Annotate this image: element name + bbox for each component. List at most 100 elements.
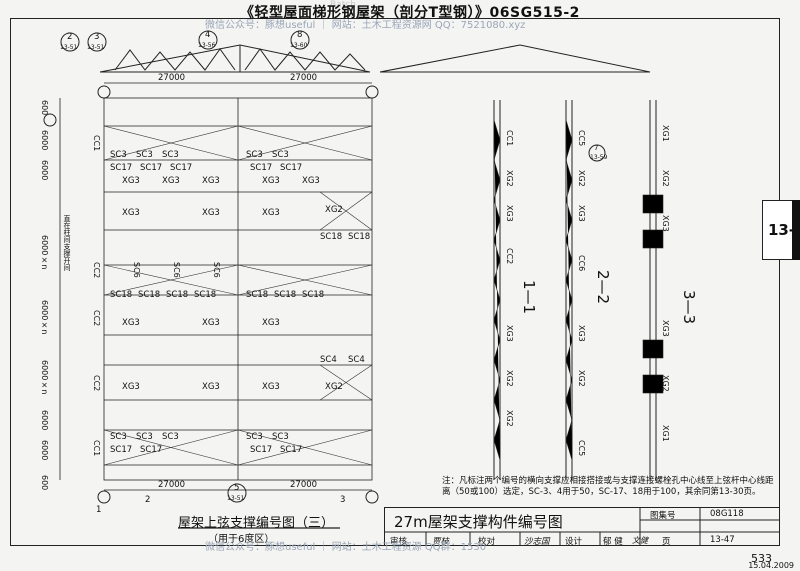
- section-member-xg3: XG3: [577, 205, 586, 222]
- title-block-main-title: 27m屋架支撑构件编号图: [394, 513, 563, 531]
- callout-num-8: 8: [297, 30, 303, 40]
- callout-ref-5: 13-51: [227, 495, 245, 502]
- member-xg2: XG2: [325, 382, 343, 392]
- top-watermark: Batch: [330, 0, 356, 10]
- member-sc17: SC17: [170, 163, 193, 173]
- member-xg2: XG2: [325, 205, 343, 215]
- drawing-frame: [10, 18, 780, 546]
- section-member-xg3: XG3: [505, 205, 514, 222]
- member-xg3: XG3: [202, 382, 220, 392]
- truss-elevations: [99, 44, 651, 73]
- section-mark-2: 2: [145, 495, 151, 505]
- member-sc3: SC3: [272, 150, 289, 160]
- member-xg3: XG3: [262, 318, 280, 328]
- member-xg3: XG3: [122, 208, 140, 218]
- section-mark-3: 3: [340, 495, 346, 505]
- member-sc6: SC6: [172, 262, 181, 278]
- atlas-label: 图集号: [650, 511, 676, 521]
- member-sc18: SC18: [110, 290, 133, 300]
- designer-signature: 文健: [632, 536, 648, 545]
- section-member-xg2: XG2: [577, 370, 586, 387]
- member-xg3: XG3: [202, 208, 220, 218]
- member-sc18: SC18: [194, 290, 217, 300]
- member-cc1: CC1: [92, 440, 101, 457]
- member-xg3: XG3: [262, 208, 280, 218]
- member-cc2: CC2: [92, 262, 101, 279]
- section-member-xg1: XG1: [661, 125, 670, 142]
- member-sc17: SC17: [110, 163, 133, 173]
- dim-bay-8: 600: [40, 475, 49, 491]
- member-xg3: XG3: [162, 176, 180, 186]
- dim-bay-3: 6000×n: [40, 235, 49, 270]
- dim-bay-1: 6000: [40, 130, 49, 151]
- member-sc18: SC18: [166, 290, 189, 300]
- section-member-xg2: XG2: [505, 370, 514, 387]
- atlas-value: 08G118: [710, 509, 744, 519]
- chapter-tab-bar: [792, 200, 800, 260]
- member-xg3: XG3: [122, 318, 140, 328]
- member-xg3: XG3: [262, 176, 280, 186]
- watermark-top: 微信公众号：豚想useful ｜ 网站：土木工程资源网 QQ：7521080.x…: [205, 20, 526, 31]
- member-xg3: XG3: [262, 382, 280, 392]
- plan-bracing: [103, 125, 373, 466]
- member-sc18: SC18: [302, 290, 325, 300]
- member-cc2: CC2: [92, 375, 101, 392]
- section-member-xg2: XG2: [661, 170, 670, 187]
- member-sc6: SC6: [212, 262, 221, 278]
- dim-bay-2: 6000: [40, 160, 49, 181]
- span-label-bottom-left: 27000: [158, 480, 186, 490]
- callout-num-7: 7: [594, 144, 599, 152]
- member-cc2: CC2: [92, 310, 101, 327]
- section-member-xg1: XG1: [661, 425, 670, 442]
- checker-signature: 沙志国: [524, 537, 550, 547]
- middle-note: 直在柱间支撑开间: [63, 215, 71, 271]
- member-xg3: XG3: [302, 176, 320, 186]
- member-xg3: XG3: [122, 382, 140, 392]
- section-member-xg2: XG2: [661, 375, 670, 392]
- member-sc17: SC17: [280, 445, 303, 455]
- dim-bay-6: 6000: [40, 410, 49, 431]
- callout-ref-8: 13-60: [290, 42, 308, 49]
- page-value: 13-47: [710, 535, 735, 545]
- section-bracing: [493, 119, 664, 461]
- member-sc18: SC18: [348, 232, 371, 242]
- plan-grid: [59, 82, 373, 491]
- section-member-cc1: CC1: [505, 130, 514, 147]
- dim-bay-4: 6000×n: [40, 300, 49, 335]
- section-member-xg2: XG2: [577, 170, 586, 187]
- section-views: [493, 100, 657, 480]
- span-label-top-right: 27000: [290, 73, 318, 83]
- plan-title: 屋架上弦支撑编号图（三）: [178, 516, 335, 531]
- watermark-bottom: 微信公众号：豚想useful ｜ 网站：土木工程资源 QQ群：1530: [205, 542, 487, 553]
- section-member-cc6: CC6: [577, 255, 586, 272]
- member-sc3: SC3: [246, 432, 263, 442]
- member-sc3: SC3: [110, 432, 127, 442]
- callout-ref-3: 13-51: [87, 44, 105, 51]
- callout-circles: [43, 30, 606, 504]
- member-sc17: SC17: [140, 163, 163, 173]
- section-mark-1: 1: [96, 505, 102, 515]
- section-label-1: 1—1: [520, 280, 538, 315]
- designer-label: 设计: [565, 537, 583, 547]
- section-member-xg3: XG3: [577, 325, 586, 342]
- member-sc4: SC4: [320, 355, 337, 365]
- callout-num-2: 2: [67, 32, 73, 42]
- section-member-xg3: XG3: [505, 325, 514, 342]
- callout-num-4: 4: [205, 30, 211, 40]
- member-sc18: SC18: [320, 232, 343, 242]
- callout-ref-2: 13-51: [60, 44, 78, 51]
- title-block-lines: [384, 507, 780, 546]
- callout-ref-7: 13-59: [590, 154, 608, 161]
- callout-num-5: 5: [234, 483, 240, 493]
- section-member-xg3: XG3: [661, 320, 670, 337]
- title-block: [384, 507, 780, 546]
- member-sc3: SC3: [136, 150, 153, 160]
- member-cc1: CC1: [92, 135, 101, 152]
- drawing-note: 注：凡标注两个编号的横向支撑应相接搭接或与支撑连接螺栓孔中心线至上弦杆中心线距离…: [442, 476, 774, 497]
- span-label-top-left: 27000: [158, 73, 186, 83]
- member-sc17: SC17: [250, 163, 273, 173]
- checker-label: 校对: [478, 537, 496, 547]
- section-member-xg2: XG2: [505, 170, 514, 187]
- designer-name: 郁 健: [603, 537, 623, 547]
- member-sc18: SC18: [246, 290, 269, 300]
